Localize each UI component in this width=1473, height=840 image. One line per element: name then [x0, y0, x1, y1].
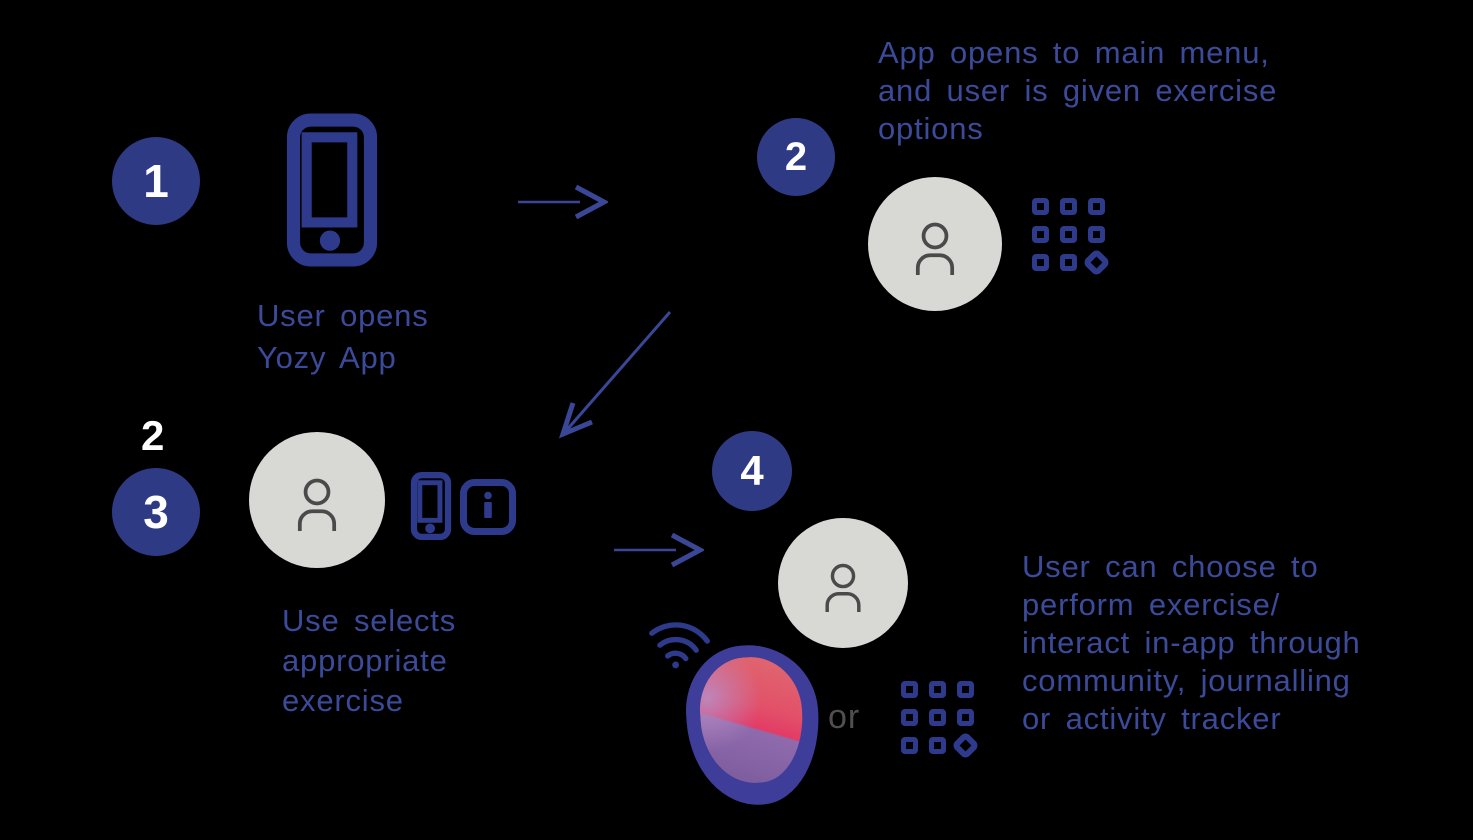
grid-cell-diamond: [1082, 248, 1111, 277]
person-icon: [297, 478, 337, 532]
wifi-icon: [649, 622, 710, 669]
step-2-caption: App opens to main menu, and user is give…: [878, 35, 1278, 146]
grid-cell: [1060, 254, 1077, 271]
grid-cell-diamond: [951, 731, 980, 760]
user-avatar: [778, 518, 908, 648]
person-icon: [915, 222, 955, 276]
step-3-caption: Use selects appropriate exercise: [282, 603, 457, 718]
arrow-right-icon: [518, 184, 608, 220]
step-1-caption: User opens Yozy App: [257, 298, 429, 375]
yozy-blob-icon: [681, 640, 825, 810]
grid-cell: [929, 681, 946, 698]
step-4-badge: 4: [712, 431, 792, 511]
grid-cell: [1032, 226, 1049, 243]
grid-cell: [901, 681, 918, 698]
grid-cell: [1032, 198, 1049, 215]
step-1-badge: 1: [112, 137, 200, 225]
yozy-blob-gradient: [696, 653, 807, 787]
grid-cell: [1060, 198, 1077, 215]
grid-cell: [929, 709, 946, 726]
step-2-stray-label: 2: [141, 412, 165, 459]
grid-cell: [929, 737, 946, 754]
step-2-badge: 2: [757, 118, 835, 196]
person-icon: [825, 563, 861, 612]
grid-cell: [1060, 226, 1077, 243]
step-3-badge: 3: [112, 468, 200, 556]
menu-grid-icon: [901, 681, 980, 760]
phone-icon: [410, 472, 452, 540]
grid-cell: [1032, 254, 1049, 271]
grid-cell: [901, 709, 918, 726]
grid-cell: [901, 737, 918, 754]
info-icon: [460, 479, 516, 535]
phone-icon: [286, 113, 378, 267]
or-label: or: [828, 698, 861, 736]
grid-cell: [957, 681, 974, 698]
grid-cell: [1088, 198, 1105, 215]
arrow-right-icon: [614, 532, 704, 568]
user-avatar: [868, 177, 1002, 311]
menu-grid-icon: [1032, 198, 1111, 277]
step-4-caption: User can choose to perform exercise/ int…: [1022, 549, 1361, 736]
grid-cell: [957, 709, 974, 726]
grid-cell: [1088, 226, 1105, 243]
user-avatar: [249, 432, 385, 568]
arrow-down-left-icon: [558, 311, 672, 439]
